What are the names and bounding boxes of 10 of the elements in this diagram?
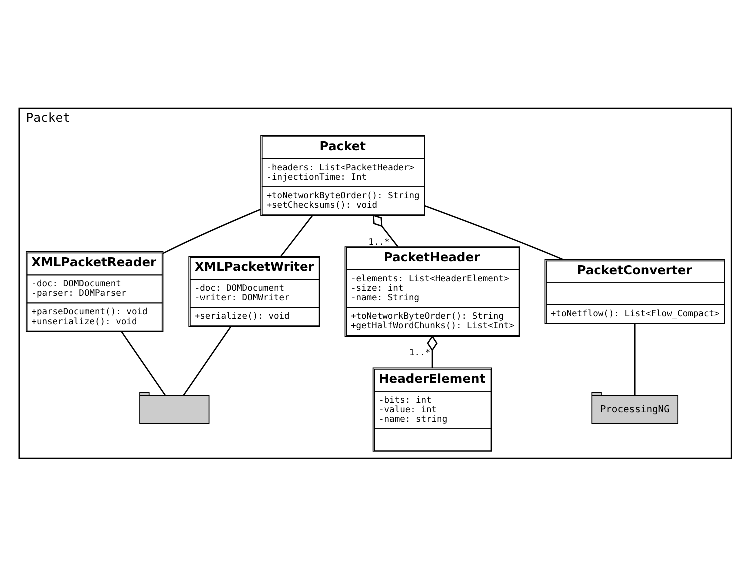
connector (424, 206, 564, 260)
edge-label: 1..* (368, 238, 390, 248)
connector (372, 214, 399, 248)
edge-label: 1..* (410, 348, 431, 358)
connector (280, 215, 314, 258)
connector (427, 335, 438, 368)
connector (163, 208, 262, 254)
connector (121, 332, 166, 396)
connector (183, 326, 232, 396)
connector (634, 324, 636, 396)
